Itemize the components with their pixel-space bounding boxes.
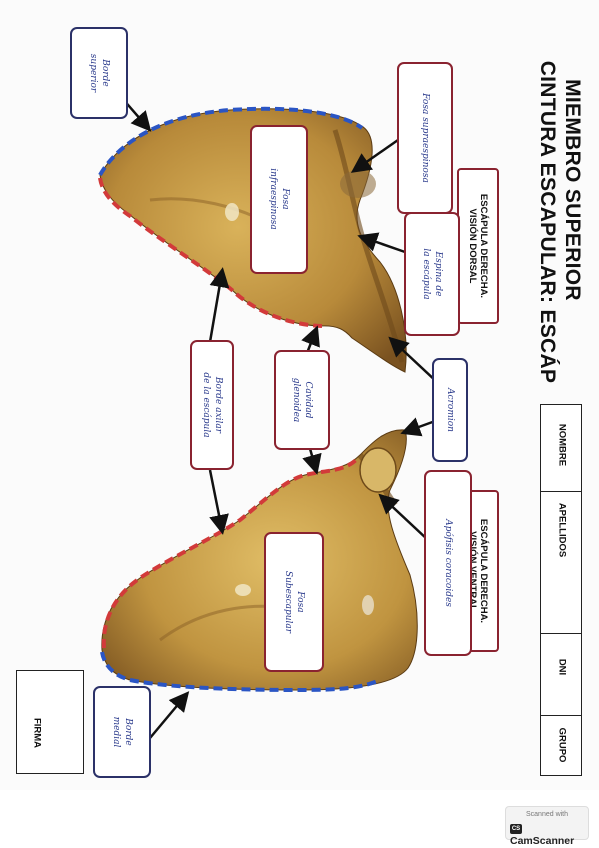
annotation-acromion: Acromion	[432, 358, 468, 462]
annotation-text: Espina de la escápula	[421, 248, 443, 300]
arrow-borde-medial	[149, 691, 190, 739]
table-divider	[541, 633, 581, 634]
camscanner-brand: CSCamScanner	[510, 823, 588, 847]
annotation-text: Acromion	[445, 388, 455, 432]
scanned-sheet: MIEMBRO SUPERIOR CINTURA ESCAPULAR: ESCÁ…	[16, 27, 584, 778]
camscanner-brand-text: CamScanner	[510, 835, 575, 847]
arrow-espina	[357, 232, 406, 254]
annotation-text: Borde axilar de la escápula	[201, 372, 223, 438]
field-grupo: GRUPO	[556, 727, 568, 763]
annotation-text: Cavidad glenoidea	[291, 377, 313, 423]
annotation-fosa-supraespinosa: Fosa supraespinosa	[397, 62, 453, 214]
signature-box: FIRMA	[16, 670, 84, 774]
annotation-fosa-subescapular: Fosa Subescapular	[264, 532, 324, 672]
camscanner-watermark: Scanned with CSCamScanner	[505, 806, 589, 847]
arrow-acromion-dorsal	[388, 336, 439, 384]
dorsal-view-label: ESCÁPULA DERECHA. VISIÓN DORSAL	[467, 193, 489, 299]
annotation-text: Fosa Subescapular	[283, 570, 305, 634]
field-apellidos: APELLIDOS	[556, 502, 568, 558]
arrow-axilar-down	[208, 469, 229, 535]
arrow-apofisis	[378, 493, 429, 541]
dorsal-view-box: ESCÁPULA DERECHA. VISIÓN DORSAL	[457, 168, 499, 324]
table-divider	[541, 715, 581, 716]
annotation-borde-medial: Borde medial	[93, 686, 151, 778]
camscanner-logo-icon: CS	[510, 824, 522, 835]
title-line-1: MIEMBRO SUPERIOR	[561, 79, 584, 301]
annotation-text: Apófisis coracoides	[443, 519, 453, 607]
field-dni: DNI	[556, 658, 568, 676]
annotation-text: Fosa supraespinosa	[420, 93, 430, 183]
annotation-text: Borde medial	[111, 716, 133, 748]
annotation-borde-superior: Borde superior	[70, 27, 128, 119]
annotation-apofisis-coracoides: Apófisis coracoides	[424, 470, 472, 656]
annotation-text: Fosa infraespinosa	[268, 168, 290, 230]
title-line-2: CINTURA ESCAPULAR: ESCÁP	[536, 60, 559, 384]
annotation-fosa-infraespinosa: Fosa infraespinosa	[250, 125, 308, 274]
annotation-borde-axilar: Borde axilar de la escápula	[190, 340, 234, 470]
firma-label: FIRMA	[31, 717, 43, 749]
scanned-with-text: Scanned with	[525, 811, 569, 818]
arrow-axilar-up	[208, 267, 230, 343]
field-nombre: NOMBRE	[556, 423, 568, 467]
scapula-illustration	[98, 97, 439, 739]
annotation-text: Borde superior	[88, 53, 110, 93]
annotation-cavidad-glenoidea: Cavidad glenoidea	[274, 350, 330, 450]
arrow-fosa-supra	[350, 138, 399, 173]
student-info-table: NOMBRE APELLIDOS DNI GRUPO	[540, 404, 582, 776]
table-divider	[541, 491, 581, 492]
annotation-espina: Espina de la escápula	[404, 212, 460, 336]
